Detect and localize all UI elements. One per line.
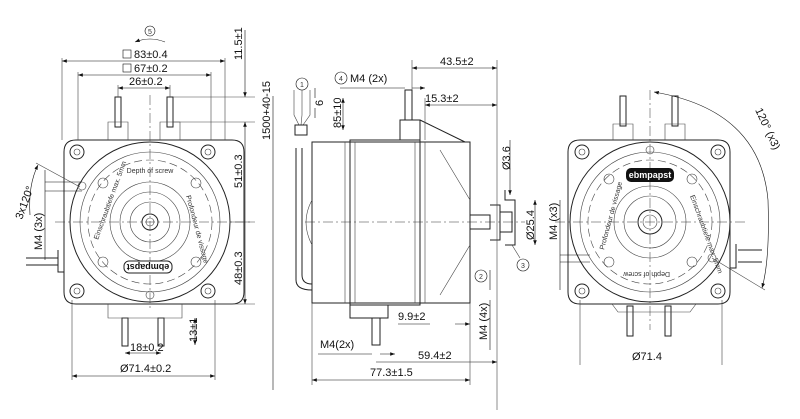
dim-d25-4: Ø25.4 bbox=[525, 210, 537, 240]
dim-9-9: 9.9±2 bbox=[398, 311, 425, 323]
thread-m4-2x-bottom: M4(2x) bbox=[320, 339, 354, 351]
dim-67: 67±0.2 bbox=[134, 63, 168, 75]
thread-m4-3x: M4 (3x) bbox=[33, 213, 45, 250]
thread-m4-2x-top: M4 (2x) bbox=[350, 73, 387, 85]
callout-2: 2 bbox=[479, 274, 483, 281]
callout-3: 3 bbox=[521, 263, 525, 270]
side-view: 1 6 85±10 1500+40-15 4 M4 (2x) 43.5±2 15… bbox=[261, 56, 537, 410]
logo-ebmpapst: ebmpapst bbox=[127, 262, 170, 272]
dim-15-3: 15.3±2 bbox=[425, 93, 459, 105]
dim-48: 48±0.3 bbox=[233, 251, 245, 285]
mounting-holes bbox=[69, 144, 216, 300]
dim-18: 18±0.2 bbox=[130, 342, 164, 354]
dim-51: 51±0.3 bbox=[233, 154, 245, 188]
plate-text-einschraubtiefe-rear: Einschraubtiefe max. 5mm bbox=[688, 194, 723, 274]
dim-d3-6: Ø3.6 bbox=[501, 146, 513, 170]
front-view-left: ebmpapst Depth of screw Einschraubtiefe … bbox=[14, 25, 255, 380]
dim-71-4-rear: Ø71.4 bbox=[632, 351, 662, 363]
dim-85: 85±10 bbox=[332, 97, 344, 128]
plate-text-depth: Depth of screw bbox=[127, 168, 175, 175]
rear-view-right: ebmpapst Einschraubtiefe max. 5mm Profon… bbox=[548, 90, 782, 365]
thread-m4-x3: M4 (x3) bbox=[548, 203, 560, 240]
dim-26: 26±0.2 bbox=[129, 76, 163, 88]
thread-m4-4x: M4 (4x) bbox=[478, 303, 490, 340]
callout-4: 4 bbox=[339, 76, 343, 83]
plate-text-profondeur: Profondeur de vissage bbox=[184, 195, 209, 265]
plate-text-depth-rear: Depth of screw bbox=[622, 270, 670, 277]
callout-5: 5 bbox=[148, 29, 152, 36]
dim-77-3: 77.3±1.5 bbox=[370, 367, 413, 379]
dim-83: 83±0.4 bbox=[134, 49, 168, 61]
dim-43-5: 43.5±2 bbox=[440, 56, 474, 68]
dim-13: 13±1 bbox=[188, 318, 200, 342]
callout-1: 1 bbox=[300, 82, 304, 89]
dim-71-4: Ø71.4±0.2 bbox=[120, 363, 171, 375]
dim-11-5: 11.5±1 bbox=[233, 27, 245, 60]
cable-length-1500: 1500+40-15 bbox=[261, 81, 273, 140]
dim-59-4: 59.4±2 bbox=[418, 350, 452, 362]
plate-text-profondeur-rear: Profondeur de vissage bbox=[599, 181, 624, 251]
angle-120-x3: 120° (x3) bbox=[752, 106, 782, 152]
dim-6: 6 bbox=[314, 100, 326, 106]
logo-ebmpapst-rear: ebmpapst bbox=[629, 170, 672, 180]
